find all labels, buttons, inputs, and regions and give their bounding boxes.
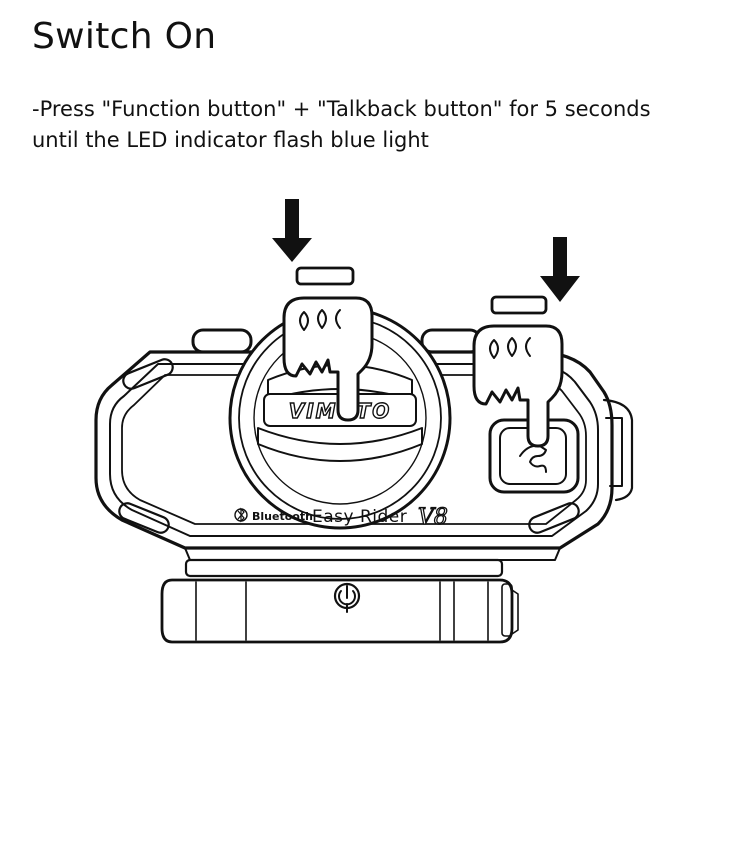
top-clip-right	[420, 328, 482, 354]
pointing-finger-icon	[472, 324, 564, 448]
power-icon	[338, 585, 356, 613]
power-button[interactable]	[333, 582, 361, 613]
down-arrow-icon	[272, 199, 312, 262]
top-clip-left	[191, 328, 253, 354]
press-indicator-talkback	[472, 237, 580, 448]
bluetooth-label: Bluetooth	[252, 510, 313, 523]
battery-pack	[160, 558, 519, 644]
model-label: Bluetooth Easy Rider V8	[234, 504, 449, 531]
pointing-finger-icon	[282, 296, 374, 422]
instruction-line-1: -Press "Function button" + "Talkback but…	[32, 97, 651, 121]
model-version: V8	[418, 505, 448, 530]
press-bar	[490, 295, 548, 315]
page-title: Switch On	[32, 16, 217, 57]
press-indicator-function	[272, 199, 374, 422]
bluetooth-icon	[234, 507, 248, 523]
model-name: Easy Rider	[312, 507, 407, 527]
instruction-line-2: until the LED indicator flash blue light	[32, 128, 429, 152]
side-clip	[602, 398, 634, 502]
instruction-text: -Press "Function button" + "Talkback but…	[32, 94, 748, 156]
press-bar	[295, 266, 355, 286]
down-arrow-icon	[540, 237, 580, 302]
